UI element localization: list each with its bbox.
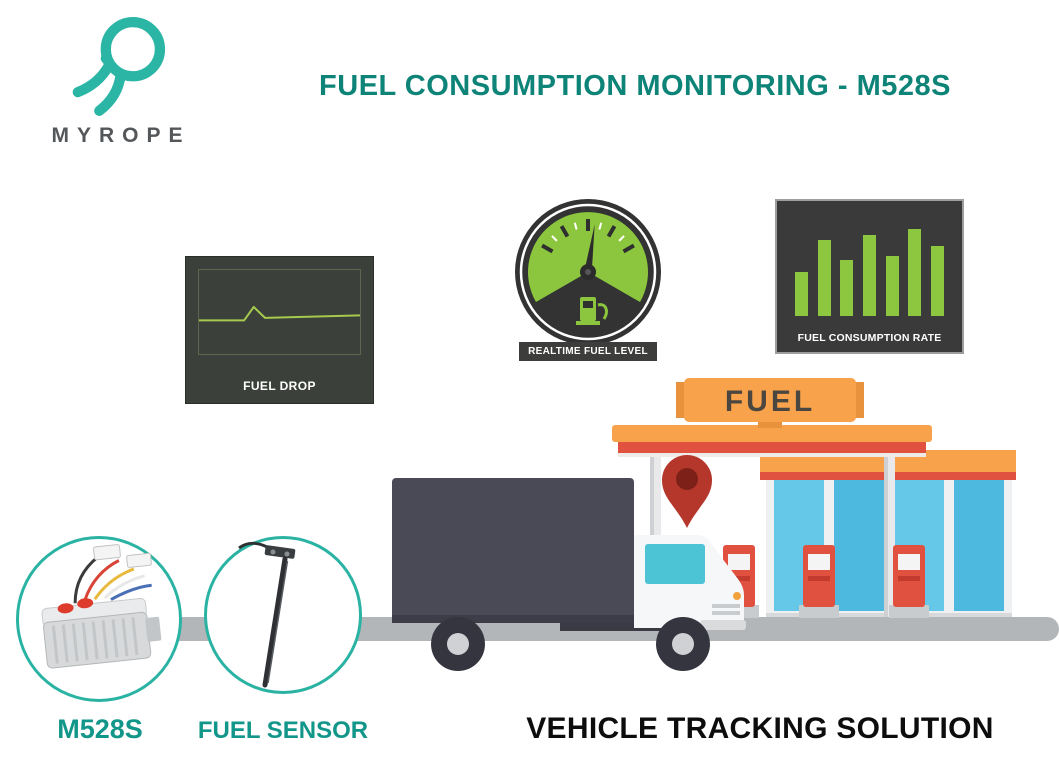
device-label: M528S — [57, 714, 143, 744]
truck-cab — [634, 535, 746, 630]
brand-name: MYROPE — [51, 124, 191, 147]
sensor-callout — [204, 536, 362, 694]
fuel-drop-panel: FUEL DROP — [185, 256, 374, 404]
fuel-drop-label: FUEL DROP — [243, 379, 316, 393]
bar — [908, 228, 922, 316]
fuel-pump — [799, 545, 839, 618]
page-title: FUEL CONSUMPTION MONITORING - M528S — [319, 70, 951, 102]
footer-tagline: VEHICLE TRACKING SOLUTION — [526, 712, 994, 745]
brand-logo: MYROPE — [42, 10, 192, 148]
rope-knot-icon — [72, 17, 166, 116]
location-pin-icon — [662, 455, 712, 528]
realtime-fuel-level-label: REALTIME FUEL LEVEL — [519, 342, 657, 361]
station-sign: FUEL — [676, 378, 864, 428]
consumption-bars — [795, 219, 944, 316]
bar — [817, 240, 831, 316]
fuel-sensor-illustration — [238, 541, 296, 688]
fuel-pump-icon — [576, 297, 608, 325]
tracker-device-illustration — [41, 544, 162, 669]
fuel-pump — [889, 545, 929, 618]
bar — [885, 255, 899, 316]
fuel-level-gauge — [513, 197, 663, 347]
bar — [930, 246, 944, 316]
sensor-label: FUEL SENSOR — [197, 717, 369, 744]
fuel-consumption-rate-panel: FUEL CONSUMPTION RATE — [775, 199, 964, 354]
gauge-needle — [580, 224, 596, 280]
bar — [795, 272, 808, 316]
bar — [840, 259, 854, 316]
device-callout — [16, 536, 182, 702]
fuel-consumption-rate-label: FUEL CONSUMPTION RATE — [797, 332, 942, 344]
gauge-icon — [515, 199, 661, 345]
truck-wheel — [656, 617, 710, 671]
truck — [392, 478, 746, 671]
bar — [862, 234, 876, 316]
station-sign-text: FUEL — [725, 385, 815, 418]
truck-wheel — [431, 617, 485, 671]
scene-illustration: FUEL — [148, 378, 1059, 671]
fuel-drop-chart — [198, 269, 361, 355]
fuel-drop-line — [199, 307, 360, 320]
truck-trailer — [392, 478, 680, 631]
